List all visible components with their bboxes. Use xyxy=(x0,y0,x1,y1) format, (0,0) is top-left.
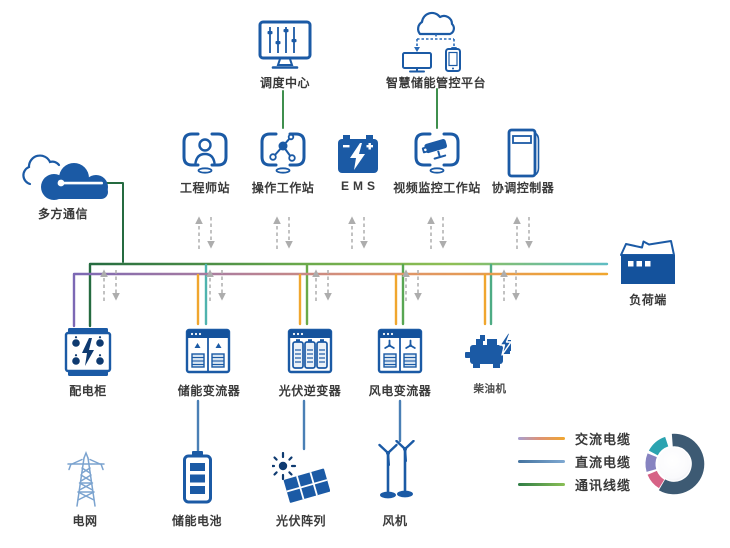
monitor-network-icon xyxy=(260,132,306,174)
transmission-tower-icon xyxy=(67,450,105,507)
operator-station-label: 操作工作站 xyxy=(251,181,315,195)
wind-turbine-icon xyxy=(378,440,415,499)
comm-cable-label: 通讯线缆 xyxy=(575,477,632,493)
solar-panel-icon xyxy=(272,452,330,503)
dc-line-sample xyxy=(518,459,565,463)
dc-lines xyxy=(196,399,402,453)
smart-platform-label: 智慧储能管控平台 xyxy=(385,76,486,90)
wind-converter-cabinet-icon xyxy=(377,328,423,374)
coordinator-label: 协调控制器 xyxy=(491,181,555,195)
battery-icon xyxy=(183,451,212,504)
wind-converter-label: 风电变流器 xyxy=(368,384,432,398)
ac-line-sample xyxy=(518,436,565,440)
engineer-station-label: 工程师站 xyxy=(179,181,230,195)
load-side-label: 负荷端 xyxy=(629,293,667,307)
storage-converter-label: 储能变流器 xyxy=(177,384,241,398)
wind-turbine-label: 风机 xyxy=(382,514,408,528)
pv-array-label: 光伏阵列 xyxy=(275,514,326,528)
storage-battery-label: 储能电池 xyxy=(171,514,222,528)
distribution-cabinet-label: 配电柜 xyxy=(69,384,107,398)
inverter-cabinet-icon xyxy=(287,328,333,374)
converter-cabinet-icon xyxy=(185,328,231,374)
dc-cable-label: 直流电缆 xyxy=(575,454,632,470)
legend: 交流电缆 直流电缆 通讯线缆 xyxy=(518,431,632,493)
legend-item-dc: 直流电缆 xyxy=(518,454,632,470)
control-monitor-icon xyxy=(258,20,312,69)
monitor-camera-icon xyxy=(414,132,460,174)
company-logo xyxy=(645,433,705,495)
ac-cable-label: 交流电缆 xyxy=(575,431,632,447)
legend-item-comm: 通讯线缆 xyxy=(518,477,632,493)
dual-cloud-icon xyxy=(22,154,108,200)
comm-line-sample xyxy=(518,482,565,486)
ems-label: EMS xyxy=(340,179,379,193)
battery-lightning-icon xyxy=(338,135,378,173)
pv-inverter-label: 光伏逆变器 xyxy=(278,384,342,398)
video-station-label: 视频监控工作站 xyxy=(393,181,481,195)
multiparty-comm-label: 多方通信 xyxy=(37,207,88,221)
legend-item-ac: 交流电缆 xyxy=(518,431,632,447)
data-flow-arrows xyxy=(100,216,533,301)
cloud-devices-icon xyxy=(402,11,461,73)
ac-lines xyxy=(72,272,609,452)
server-tower-icon xyxy=(507,128,540,178)
factory-icon xyxy=(620,240,675,284)
diesel-engine-label: 柴油机 xyxy=(473,383,507,395)
dispatch-center-label: 调度中心 xyxy=(259,76,310,90)
monitor-person-icon xyxy=(182,132,228,174)
power-cabinet-icon xyxy=(64,328,112,376)
engine-icon xyxy=(465,332,512,368)
power-grid-label: 电网 xyxy=(72,514,98,528)
